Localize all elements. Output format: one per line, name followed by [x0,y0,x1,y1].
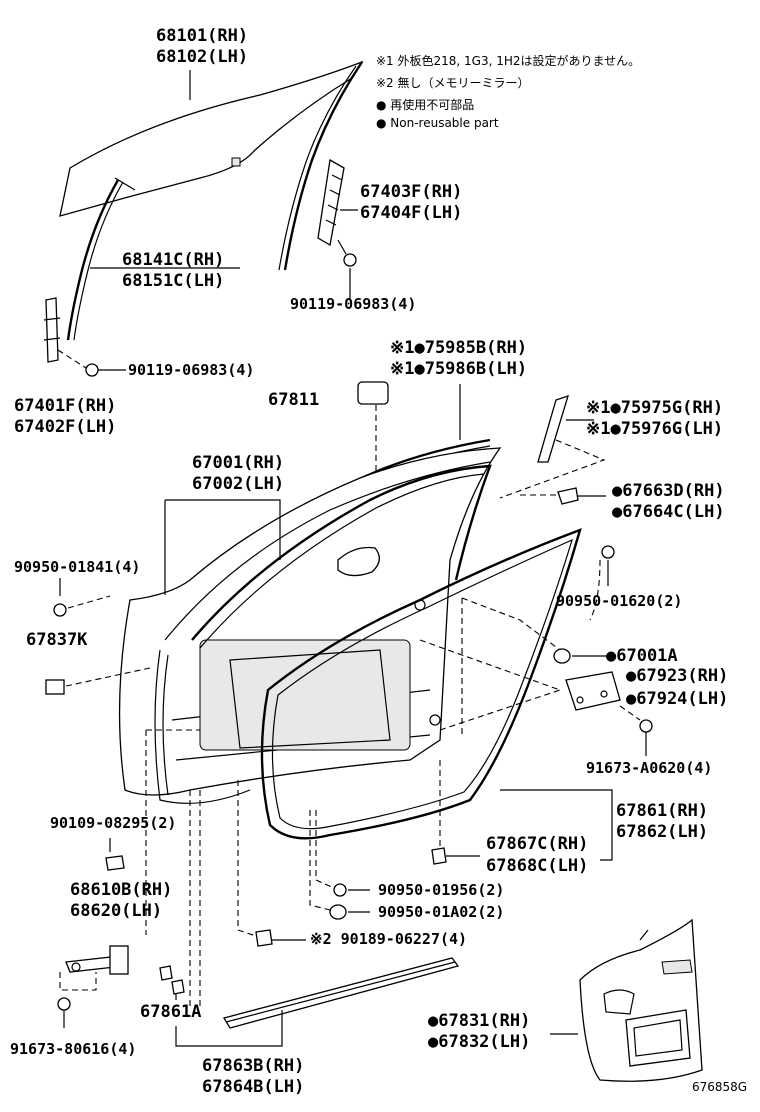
rear-run-channel [317,158,345,247]
bracket-67923 [565,671,621,711]
bolt-91673-80616 [57,997,71,1011]
label-67401f: 67401F(RH) [14,396,117,416]
label-67663d: ●67663D(RH) [612,481,725,501]
clip-67811 [357,381,389,405]
label-90119-upper: 90119-06983(4) [290,295,417,313]
label-67862: 67862(LH) [616,822,709,842]
label-67001a: ●67001A [606,646,678,666]
plug-67001a [553,648,571,664]
label-67923: ●67923(RH) [626,666,729,686]
label-67831: ●67831(RH) [428,1011,531,1031]
door-frame-sash [191,464,492,641]
label-68102: 68102(LH) [156,47,249,67]
label-90950-01841: 90950-01841(4) [14,558,141,576]
label-67867c: 67867C(RH) [486,834,589,854]
label-75975g: ※1●75975G(RH) [586,398,724,418]
label-68101: 68101(RH) [156,26,249,46]
label-67863b: 67863B(RH) [202,1056,305,1076]
label-68610b: 68610B(RH) [70,880,173,900]
note-4: ● Non-reusable part [376,116,499,130]
note-3: ● 再使用不可部品 [376,98,475,112]
label-68620: 68620(LH) [70,901,163,921]
label-67403f: 67403F(RH) [360,182,463,202]
label-67861a: 67861A [140,1002,202,1022]
front-run-channel [43,297,61,363]
door-check [65,945,129,975]
label-90950-01a02: 90950-01A02(2) [378,903,505,921]
figure-id: 676858G [692,1080,748,1094]
plug-90950-01a02 [329,904,347,920]
label-90119-lower: 90119-06983(4) [128,361,255,379]
label-91673-a0620: 91673-A0620(4) [586,759,713,777]
label-67001: 67001(RH) [192,453,285,473]
cap-67837k [45,679,65,695]
label-67002: 67002(LH) [192,474,285,494]
clip-67663 [557,487,579,505]
plug-90950-01841 [53,603,67,617]
label-68141c: 68141C(RH) [122,250,225,270]
note-2: ※2 無し（メモリーミラー） [376,76,530,90]
glass-run-channel [66,179,120,341]
label-67404f: 67404F(LH) [360,203,463,223]
plug-90950-01956 [333,883,347,897]
label-90189: ※2 90189-06227(4) [310,930,468,948]
service-hole-cover [579,918,703,1082]
label-90950-01956: 90950-01956(2) [378,881,505,899]
pillar-garnish [537,394,569,463]
label-90109: 90109-08295(2) [50,814,177,832]
rocker-weatherstrip [222,957,460,1029]
rear-sash [283,61,363,271]
pad-90189 [255,929,273,947]
door-panel [118,447,502,796]
label-67837k: 67837K [26,630,88,650]
label-75985b: ※1●75985B(RH) [390,338,528,358]
door-weatherstrip [260,528,582,840]
label-68151c: 68151C(LH) [122,271,225,291]
label-75986b: ※1●75986B(LH) [390,359,528,379]
bolt-90109 [105,855,125,871]
screw-91673-a0620 [639,719,653,733]
bolt-90119-lower [85,363,99,377]
label-67861: 67861(RH) [616,801,709,821]
label-67864b: 67864B(LH) [202,1077,305,1097]
clip-67861a [159,965,173,981]
label-90950-01620: 90950-01620(2) [556,592,683,610]
note-1: ※1 外板色218, 1G3, 1H2は設定がありません。 [376,54,641,68]
label-67924: ●67924(LH) [626,689,729,709]
label-67832: ●67832(LH) [428,1032,531,1052]
label-67868c: 67868C(LH) [486,856,589,876]
label-75976g: ※1●75976G(LH) [586,419,724,439]
label-67811: 67811 [268,390,320,410]
door-glass [59,60,364,217]
label-91673-80616: 91673-80616(4) [10,1040,137,1058]
clip-67867c [431,847,447,865]
label-67664c: ●67664C(LH) [612,502,725,522]
label-67402f: 67402F(LH) [14,417,117,437]
bolt-90119-upper [343,253,357,267]
plug-90950-01620 [601,545,615,559]
